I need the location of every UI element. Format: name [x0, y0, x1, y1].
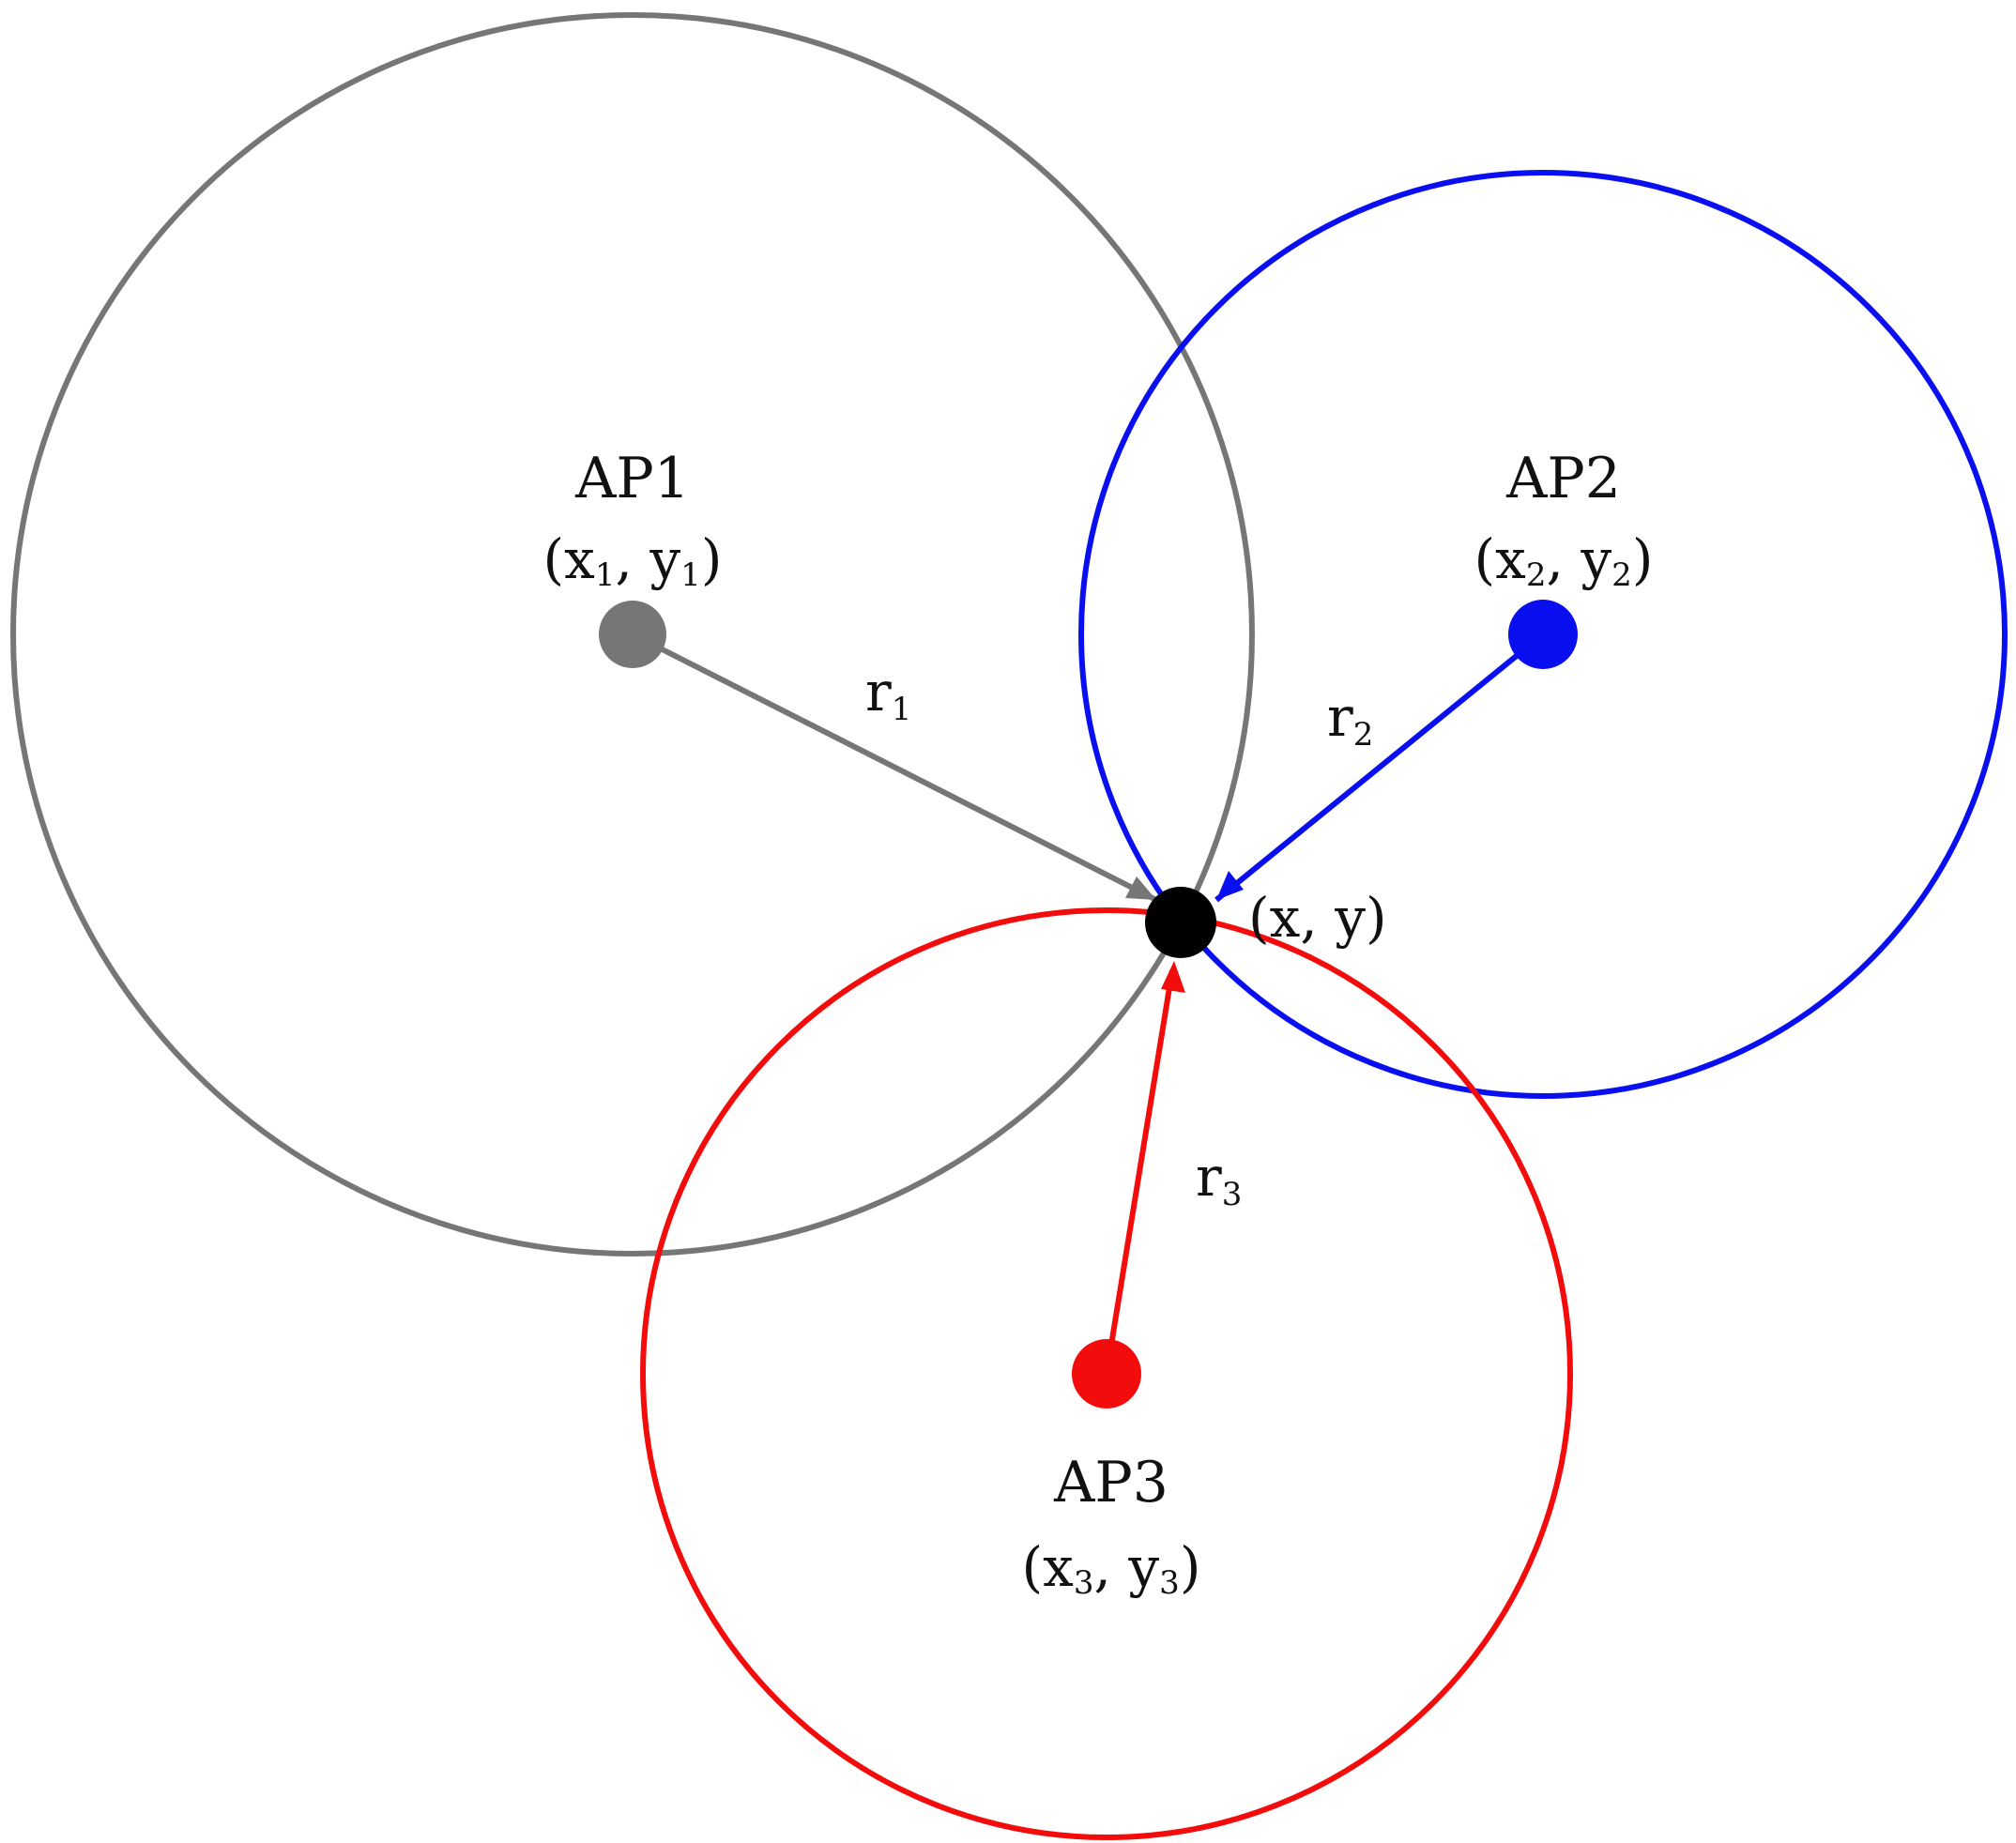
r2-arrow	[1214, 632, 1545, 903]
ap2-name-label: AP2	[1505, 446, 1621, 511]
r3-label: r3	[1196, 1145, 1242, 1213]
ap3-dot	[1072, 1339, 1141, 1409]
ap1-name-label: AP1	[574, 446, 690, 511]
target-label: (x, y)	[1248, 886, 1387, 950]
r2-label: r2	[1327, 685, 1373, 754]
r1-arrow	[631, 632, 1158, 903]
ap2-range-circle	[1078, 170, 2008, 1099]
target-point	[1145, 887, 1216, 958]
ap3-name-label: AP3	[1053, 1450, 1168, 1516]
ap2-dot	[1508, 600, 1578, 669]
ap1-coord-label: (x1, y1)	[543, 527, 723, 594]
r1-label: r1	[865, 660, 911, 728]
ap1-range-circle	[10, 12, 1255, 1257]
ap3-range-circle	[640, 907, 1573, 1840]
ap2-coord-label: (x2, y2)	[1474, 527, 1654, 594]
ap3-coord-label: (x3, y3)	[1022, 1535, 1201, 1602]
ap1-dot	[599, 601, 666, 668]
r3-arrow	[1104, 961, 1185, 1375]
